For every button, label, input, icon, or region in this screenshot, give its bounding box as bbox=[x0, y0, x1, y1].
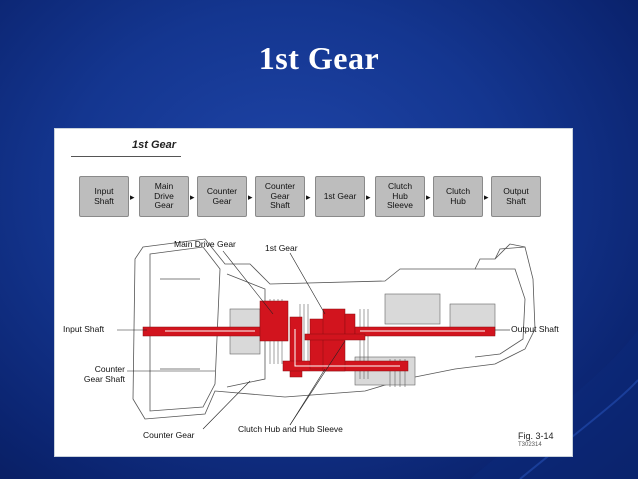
callout-first-gear: 1st Gear bbox=[265, 243, 298, 253]
callout-output-shaft: Output Shaft bbox=[511, 324, 559, 334]
transmission-figure: 1st Gear Input Shaft▸Main Drive Gear▸Cou… bbox=[54, 128, 573, 457]
transmission-cutaway bbox=[117, 238, 536, 430]
flow-arrow-icon: ▸ bbox=[426, 192, 431, 202]
flow-arrow-icon: ▸ bbox=[130, 192, 135, 202]
heading-rule bbox=[71, 156, 181, 157]
flow-arrow-icon: ▸ bbox=[484, 192, 489, 202]
flow-box: Output Shaft bbox=[491, 176, 541, 217]
flow-arrow-icon: ▸ bbox=[248, 192, 253, 202]
flow-box: Main Drive Gear bbox=[139, 176, 189, 217]
flow-box: Input Shaft bbox=[79, 176, 129, 217]
slide-title: 1st Gear bbox=[258, 40, 380, 76]
callout-input-shaft: Input Shaft bbox=[63, 324, 105, 334]
flow-arrow-icon: ▸ bbox=[306, 192, 311, 202]
figure-heading: 1st Gear bbox=[132, 139, 177, 151]
flow-box: Counter Gear bbox=[197, 176, 247, 217]
callout-counter-gear: Counter Gear bbox=[143, 430, 195, 440]
flow-box: 1st Gear bbox=[315, 176, 365, 217]
figure-code: T302314 bbox=[518, 442, 542, 448]
flow-arrow-icon: ▸ bbox=[190, 192, 195, 202]
flow-box: Counter Gear Shaft bbox=[255, 176, 305, 217]
flow-box: Clutch Hub Sleeve bbox=[375, 176, 425, 217]
flow-arrow-icon: ▸ bbox=[366, 192, 371, 202]
callout-main-drive-gear: Main Drive Gear bbox=[174, 239, 236, 249]
callout-clutch-hub-sleeve: Clutch Hub and Hub Sleeve bbox=[238, 424, 343, 434]
flow-box: Clutch Hub bbox=[433, 176, 483, 217]
figure-number: Fig. 3-14 bbox=[518, 431, 554, 441]
callout-counter-gear-shaft: Counter Gear Shaft bbox=[83, 364, 125, 384]
